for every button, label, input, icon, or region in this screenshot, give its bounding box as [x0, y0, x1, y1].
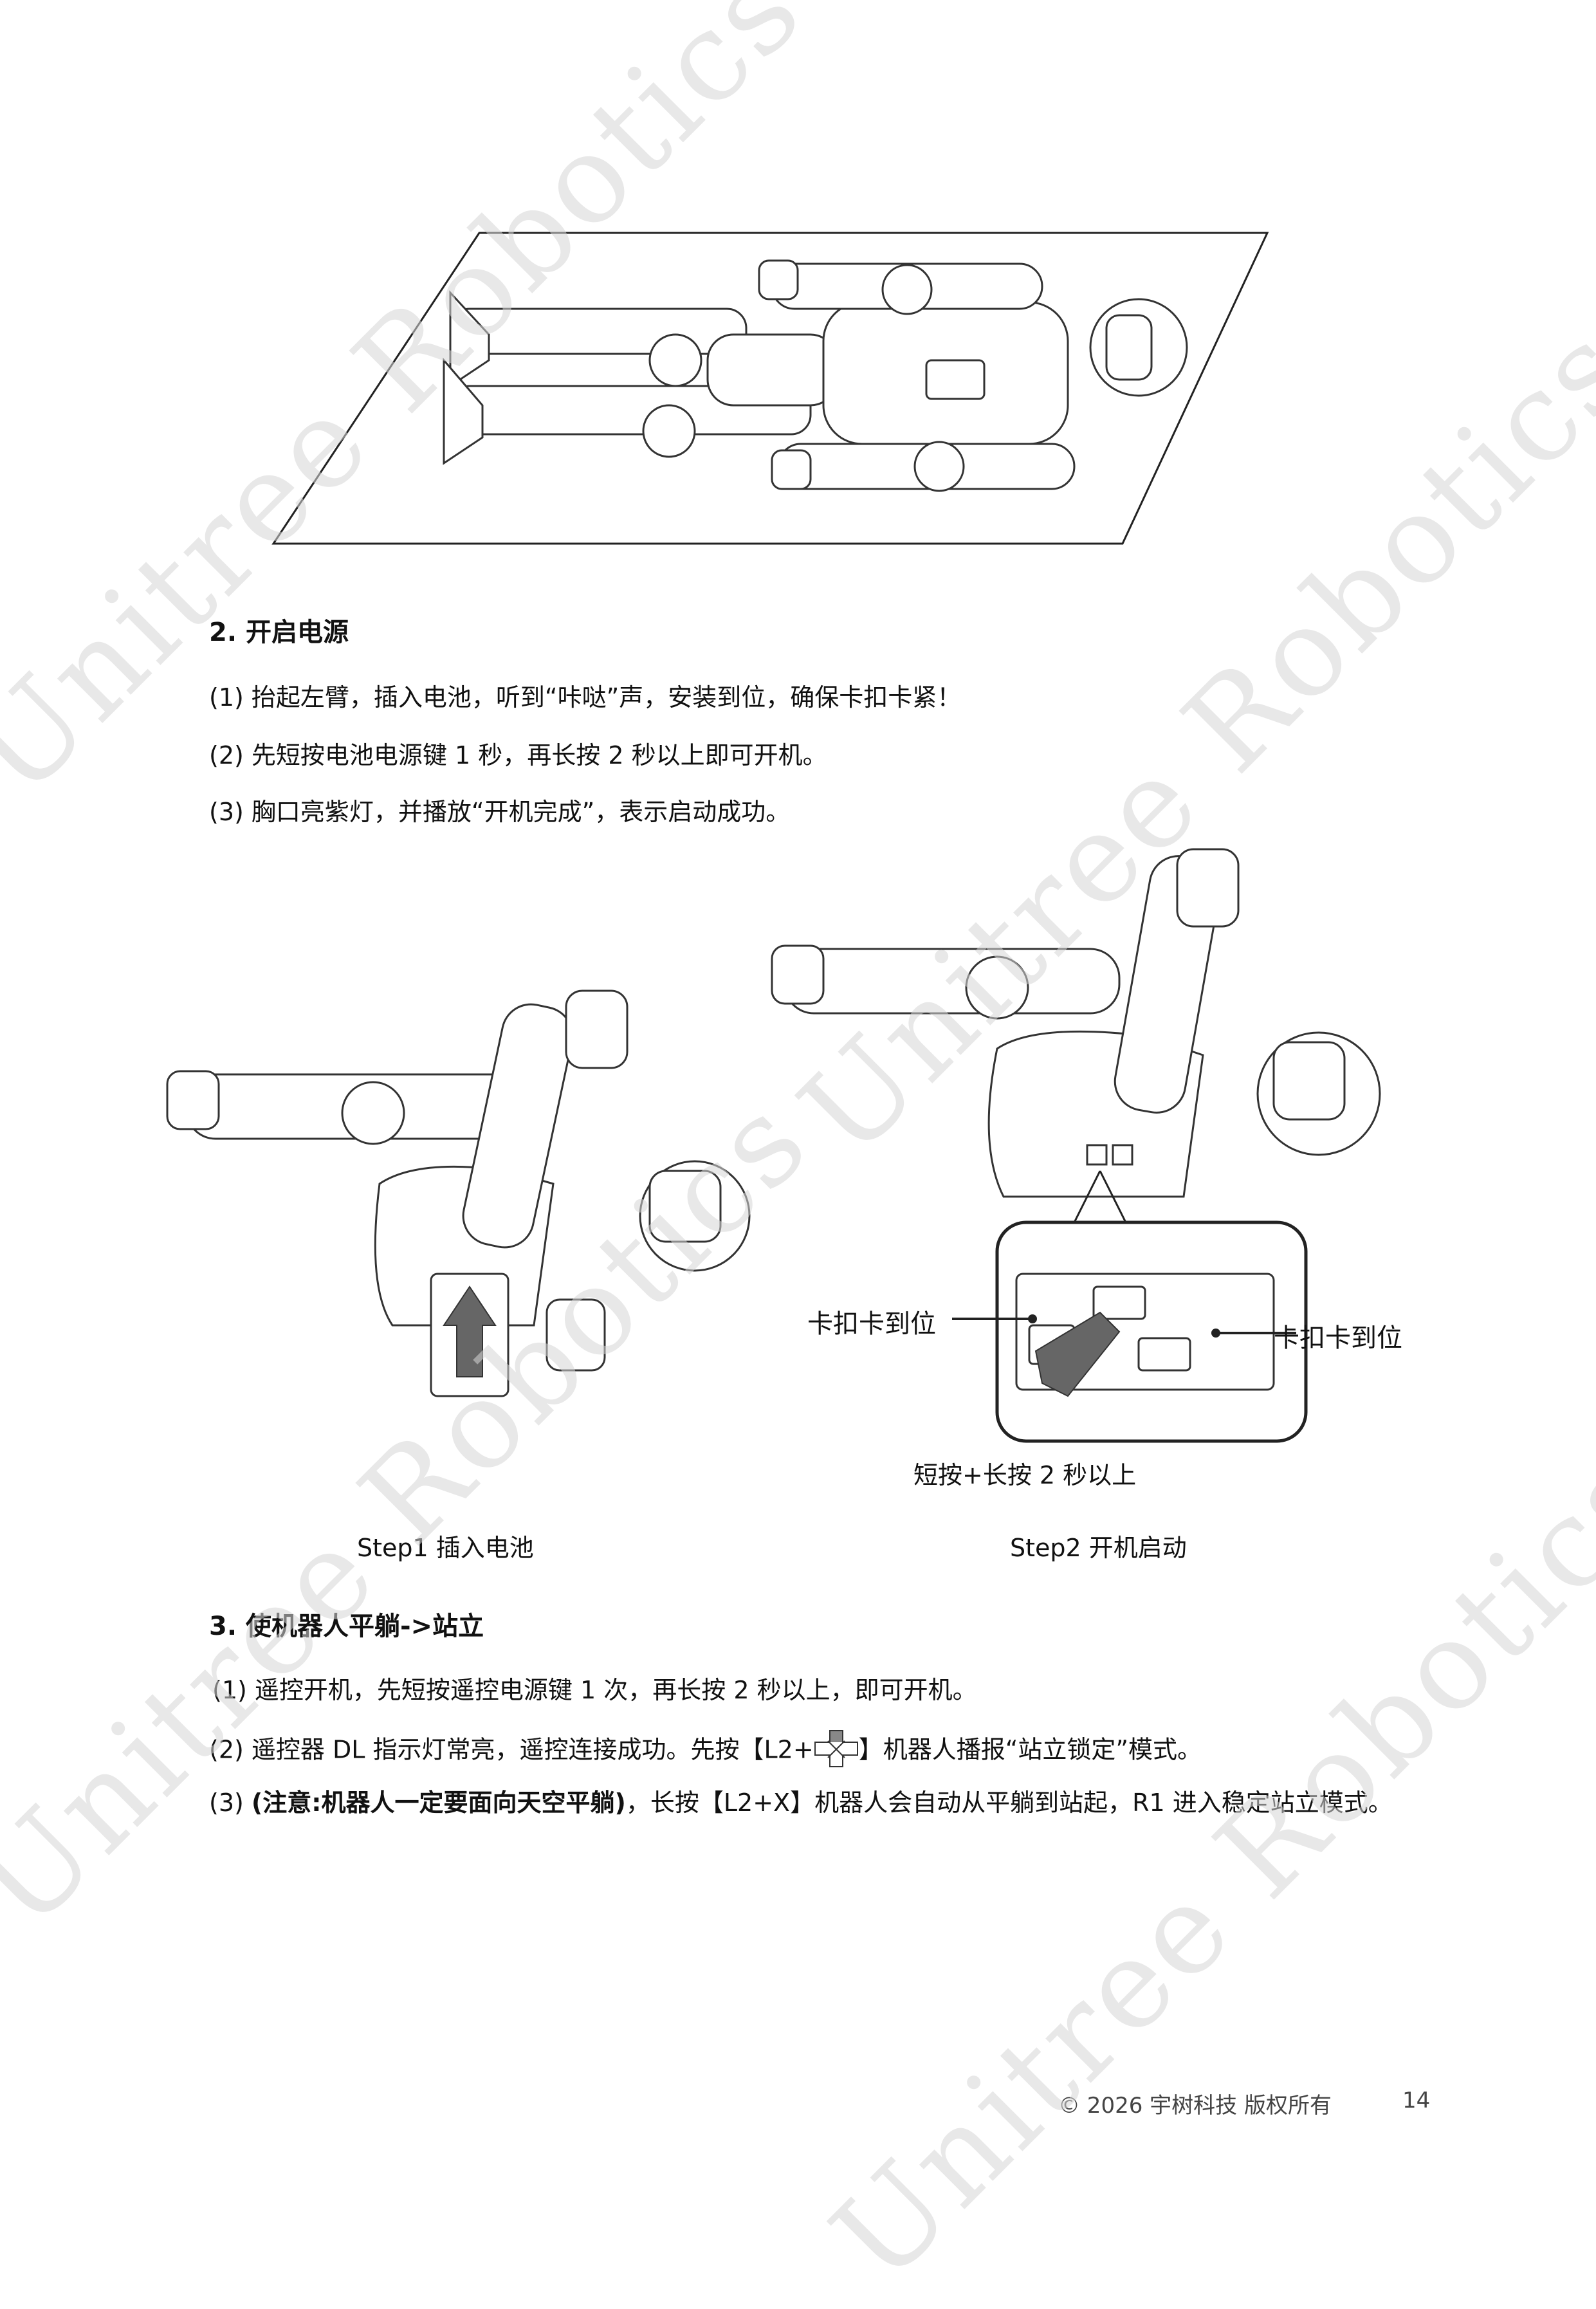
press-note: 短按+长按 2 秒以上 [913, 1461, 1137, 1489]
section3-step-3-rest: ，长按【L2+X】机器人会自动从平躺到站起，R1 进入稳定站立模式。 [625, 1789, 1393, 1817]
section3-step-1: (1) 遥控开机，先短按遥控电源键 1 次，再长按 2 秒以上，即可开机。 [212, 1676, 977, 1704]
step1-caption: Step1 插入电池 [357, 1534, 534, 1562]
watermark-bottom-right: Unitree Robotics [805, 1422, 1596, 2309]
section3-heading: 3. 使机器人平躺->站立 [209, 1612, 484, 1641]
section3-step-3-warning: (注意:机器人一定要面向天空平躺) [251, 1789, 626, 1817]
right-callout-line [1211, 1329, 1296, 1338]
section3-step-2-before: (2) 遥控器 DL 指示灯常亮，遥控连接成功。先按【L2+ [209, 1735, 814, 1764]
section2-heading: 2. 开启电源 [209, 618, 349, 647]
section2-step-2: (2) 先短按电池电源键 1 秒，再长按 2 秒以上即可开机。 [209, 741, 827, 769]
robot-lying-illustration [271, 232, 1269, 545]
section3-step-2-after: 】机器人播报“站立锁定”模式。 [858, 1735, 1202, 1764]
page-number: 14 [1402, 2088, 1431, 2113]
dpad-icon [814, 1730, 858, 1767]
step2-caption: Step2 开机启动 [1010, 1534, 1187, 1562]
step1-insert-battery-illustration [166, 989, 751, 1397]
left-callout-label: 卡扣卡到位 [807, 1309, 936, 1339]
footer-copyright: © 2026 宇树科技 版权所有 [1058, 2093, 1332, 2119]
left-callout-line [952, 1314, 1037, 1323]
right-callout-label: 卡扣卡到位 [1274, 1323, 1402, 1353]
section3-step-3: (3) (注意:机器人一定要面向天空平躺)，长按【L2+X】机器人会自动从平躺到… [209, 1789, 1393, 1818]
section2-step-3: (3) 胸口亮紫灯，并播放“开机完成”，表示启动成功。 [209, 798, 791, 826]
section2-step-1: (1) 抬起左臂，插入电池，听到“咔哒”声，安装到位，确保卡扣卡紧！ [209, 683, 962, 712]
section3-step-2: (2) 遥控器 DL 指示灯常亮，遥控连接成功。先按【L2+ 】机器人播报“站立… [209, 1730, 1202, 1771]
section3-step-3-prefix: (3) [209, 1789, 252, 1817]
step2-power-on-illustration [771, 848, 1381, 1443]
